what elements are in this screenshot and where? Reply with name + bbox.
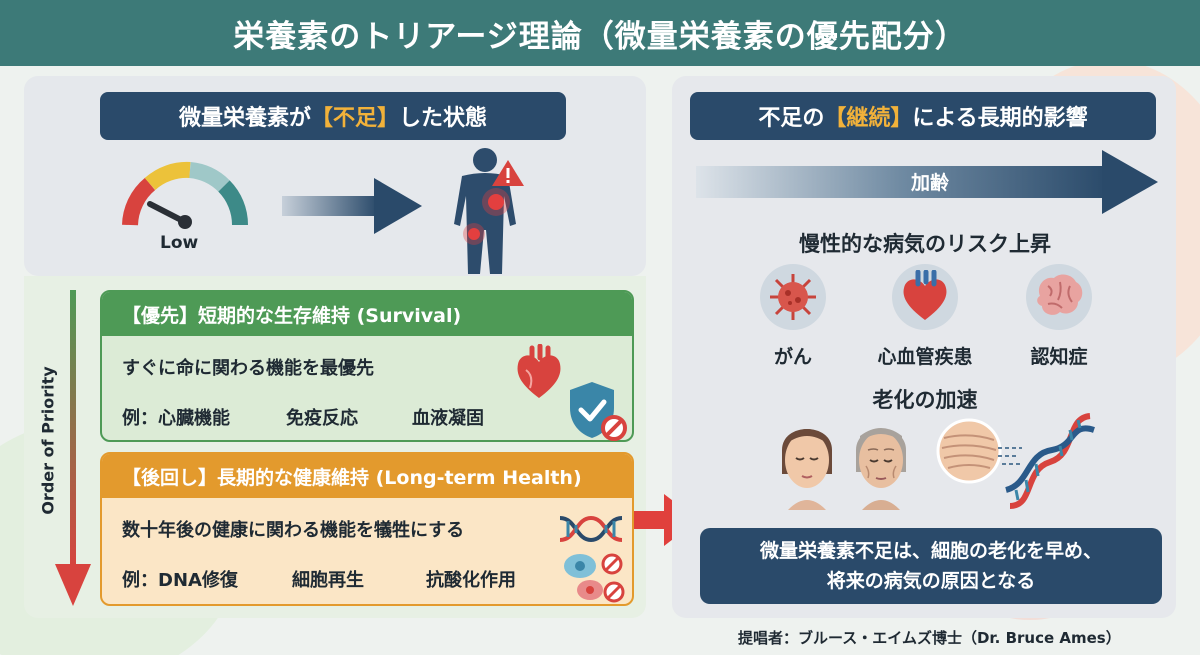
title-bar: 栄養素のトリアージ理論（微量栄養素の優先配分）	[0, 0, 1200, 66]
impact-title-highlight: 【継続】	[824, 106, 913, 131]
impact-title-text: 不足の	[758, 106, 825, 131]
impact-title-text: による長期的影響	[912, 106, 1088, 131]
priority-card-header: 【優先】短期的な生存維持 (Survival)	[102, 292, 632, 336]
conclusion-box: 微量栄養素不足は、細胞の老化を早め、 将来の病気の原因となる	[700, 528, 1162, 604]
deferred-card-line: 数十年後の健康に関わる機能を犠牲にする	[122, 520, 465, 541]
heart-icon	[517, 344, 561, 398]
page-title: 栄養素のトリアージ理論（微量栄養素の優先配分）	[233, 18, 967, 55]
gauge-label: Low	[160, 233, 199, 253]
disease-label: 心血管疾患	[877, 346, 973, 368]
skin-wrinkle-icon	[936, 418, 1002, 484]
priority-arrow	[55, 290, 91, 606]
face-young-icon	[782, 429, 832, 510]
face-old-icon	[856, 428, 906, 510]
example-item: 例：心臓機能	[122, 408, 230, 429]
virus-icon	[770, 274, 816, 320]
deferred-card-header: 【後回し】長期的な健康維持 (Long-term Health)	[102, 454, 632, 498]
priority-axis-text: Order of Priority	[38, 365, 58, 515]
disease-label: 認知症	[1030, 346, 1088, 368]
example-item: 免疫反応	[286, 408, 358, 429]
example-item: 例：DNA修復	[122, 570, 238, 591]
disease-label: がん	[773, 346, 812, 368]
source-credit: 提唱者：ブルース・エイムズ博士（Dr. Bruce Ames）	[738, 629, 1121, 647]
state-title-text: した状態	[399, 106, 488, 131]
example-item: 血液凝固	[412, 408, 484, 429]
example-item: 抗酸化作用	[426, 570, 516, 591]
deficiency-state-title: 微量栄養素が【不足】した状態	[100, 92, 566, 140]
state-title-text: 微量栄養素が	[178, 106, 311, 131]
state-title-highlight: 【不足】	[310, 106, 399, 131]
aging-arrow	[696, 150, 1158, 214]
risk-title: 慢性的な病気のリスク上昇	[799, 232, 1051, 256]
gauge-icon	[122, 161, 249, 229]
dna-icon	[559, 515, 623, 543]
arrow-right-icon	[282, 178, 422, 234]
conclusion-line: 将来の病気の原因となる	[826, 570, 1036, 592]
cell-icon	[564, 553, 625, 603]
shield-check-icon	[570, 382, 627, 441]
long-term-impact-title: 不足の【継続】による長期的影響	[690, 92, 1156, 140]
dna-icon	[1004, 413, 1095, 509]
aging-arrow-label: 加齢	[910, 172, 949, 194]
priority-card-line: すぐに命に関わる機能を最優先	[122, 358, 374, 379]
deferred-card: 【後回し】長期的な健康維持 (Long-term Health) 数十年後の健康…	[100, 452, 634, 606]
heart-icon	[903, 270, 947, 320]
body-alert-icon	[454, 148, 524, 274]
brain-icon	[1037, 274, 1083, 315]
aging-title: 老化の加速	[872, 388, 978, 412]
priority-axis-label: Order of Priority	[38, 340, 58, 540]
conclusion-line: 微量栄養素不足は、細胞の老化を早め、	[759, 540, 1102, 562]
example-item: 細胞再生	[292, 570, 364, 591]
connector-dashes	[998, 447, 1022, 465]
